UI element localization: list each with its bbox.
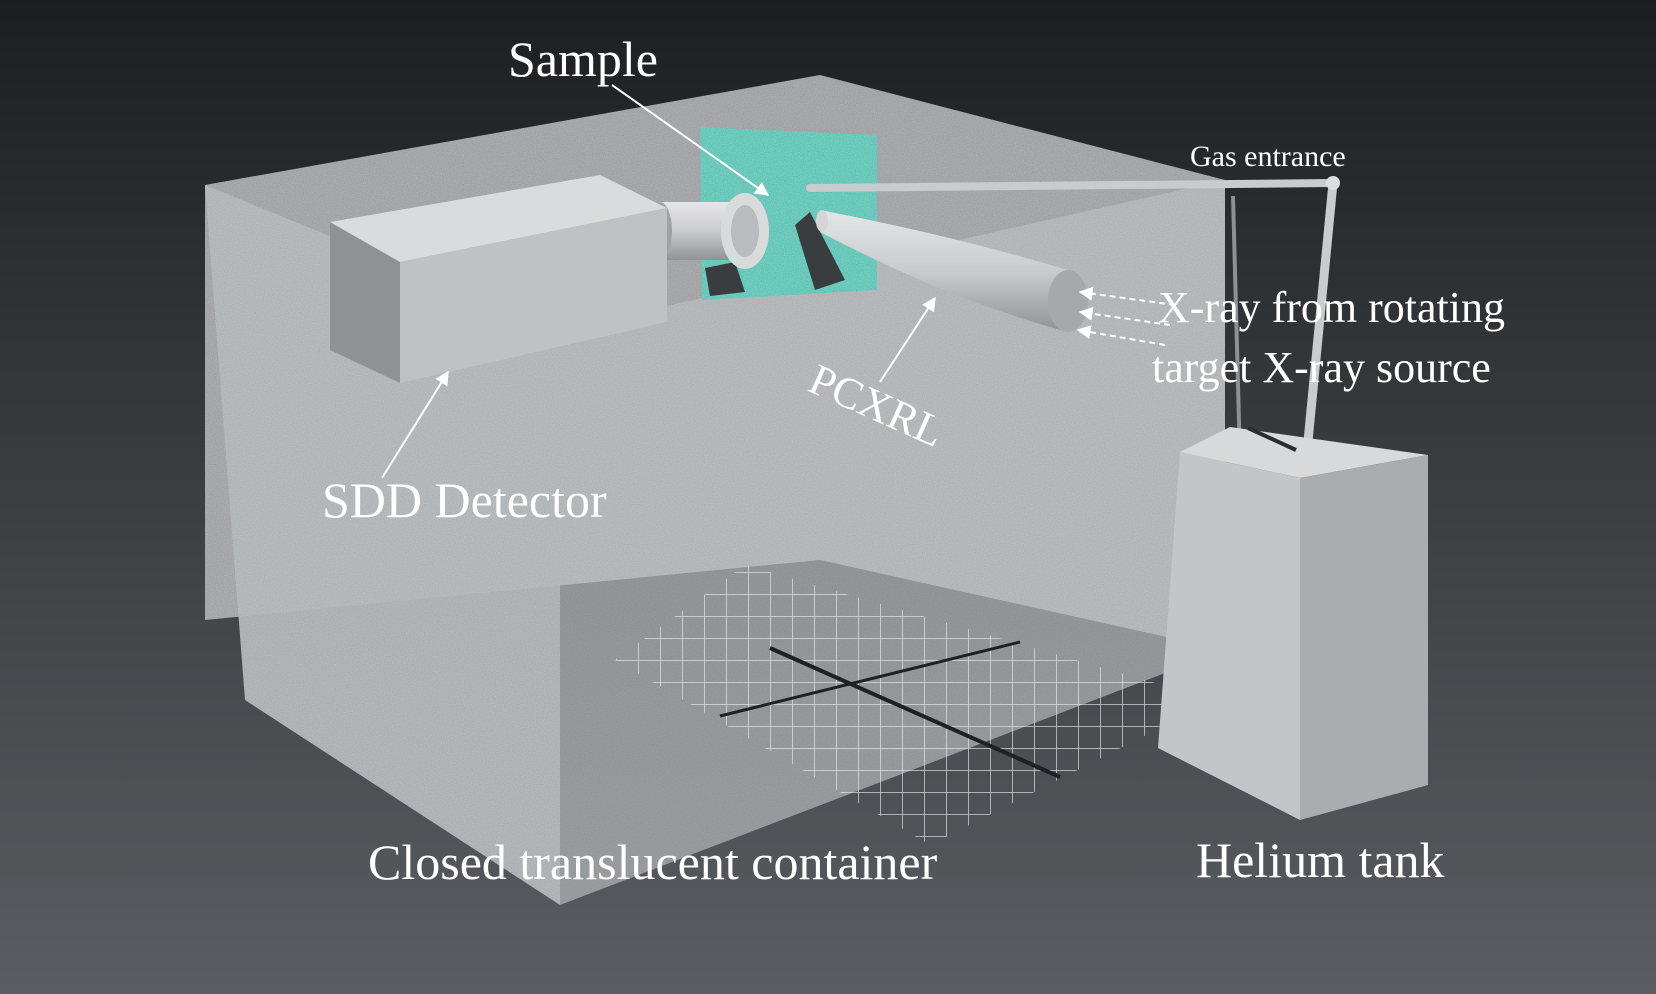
label-sample: Sample [508, 31, 658, 87]
sdd-pointer-arrow [381, 370, 449, 479]
pcxrl-lens [816, 210, 1088, 332]
pcxrl-pointer-arrow [879, 296, 936, 383]
gas-pipe [806, 176, 1340, 467]
label-xray-line1: X-ray from rotating [1158, 283, 1505, 332]
floor-grid [615, 565, 1215, 845]
sample-mount [795, 212, 845, 290]
xray-beam-arrows [1076, 286, 1176, 346]
label-container: Closed translucent container [368, 834, 938, 890]
helium-tank-body [1158, 426, 1428, 820]
sample-pointer-arrow [611, 84, 770, 196]
label-gas-entrance: Gas entrance [1190, 140, 1346, 173]
label-helium-tank: Helium tank [1196, 832, 1445, 888]
label-sdd-detector: SDD Detector [322, 472, 607, 528]
label-xray-line2: target X-ray source [1152, 343, 1491, 392]
sdd-detector-body [330, 175, 667, 383]
